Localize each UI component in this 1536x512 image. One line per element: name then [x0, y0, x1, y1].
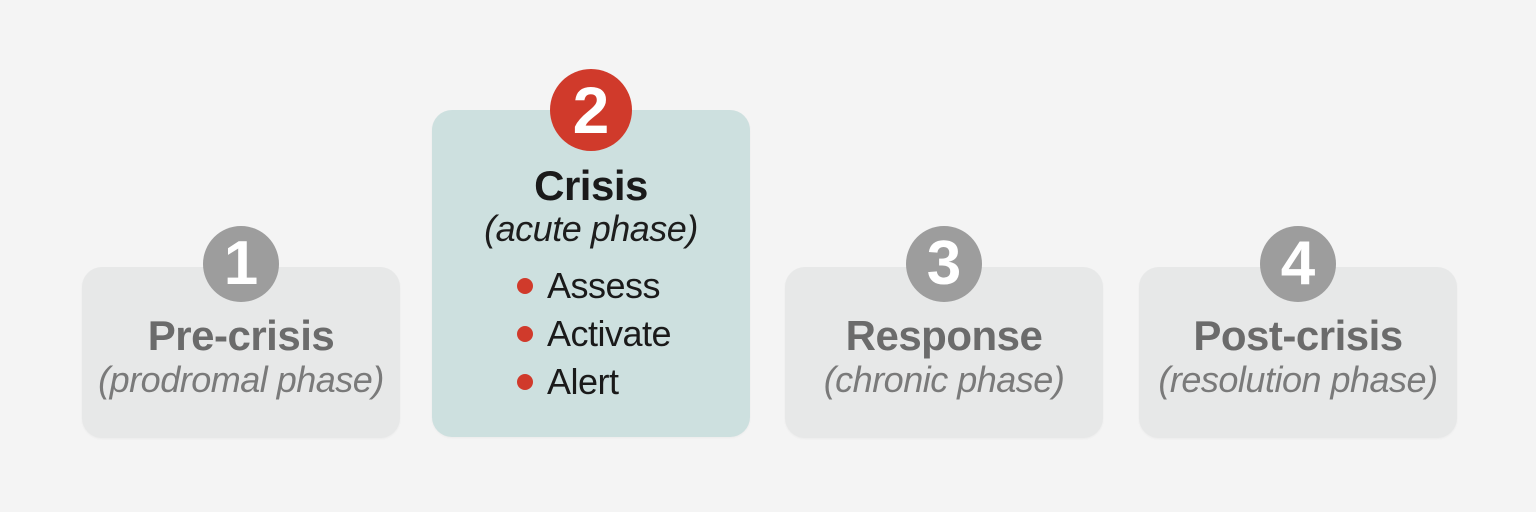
list-item: Activate	[517, 310, 672, 358]
phase-3-number: 3	[926, 229, 962, 298]
bullet-label: Activate	[547, 313, 672, 354]
phase-1-number: 1	[223, 229, 259, 298]
bullet-label: Alert	[547, 361, 619, 402]
phase-1-number-badge: 1	[203, 226, 279, 302]
phase-3-subtitle: (chronic phase)	[823, 359, 1065, 400]
phase-4-number: 4	[1280, 229, 1316, 298]
phase-2-bullet-list: Assess Activate Alert	[517, 262, 672, 406]
bullet-dot-icon	[517, 278, 533, 294]
phase-1-subtitle: (prodromal phase)	[98, 359, 384, 400]
list-item: Alert	[517, 358, 671, 406]
bullet-label: Assess	[547, 265, 661, 306]
phase-3-number-badge: 3	[906, 226, 982, 302]
phase-2-number: 2	[572, 73, 610, 147]
phase-4-title: Post-crisis	[1193, 312, 1403, 359]
phase-card-post-crisis: Post-crisis (resolution phase)	[1139, 267, 1457, 438]
phase-4-number-badge: 4	[1260, 226, 1336, 302]
phase-2-subtitle: (acute phase)	[484, 208, 698, 249]
phase-3-title: Response	[845, 312, 1043, 359]
list-item: Assess	[517, 262, 671, 310]
phase-4-subtitle: (resolution phase)	[1158, 359, 1438, 400]
phase-2-title: Crisis	[534, 162, 648, 209]
phase-card-crisis: Crisis (acute phase) Assess Activate Ale…	[432, 110, 750, 437]
bullet-dot-icon	[517, 326, 533, 342]
phase-2-number-badge: 2	[550, 69, 632, 151]
phase-1-title: Pre-crisis	[147, 312, 335, 359]
bullet-dot-icon	[517, 374, 533, 390]
